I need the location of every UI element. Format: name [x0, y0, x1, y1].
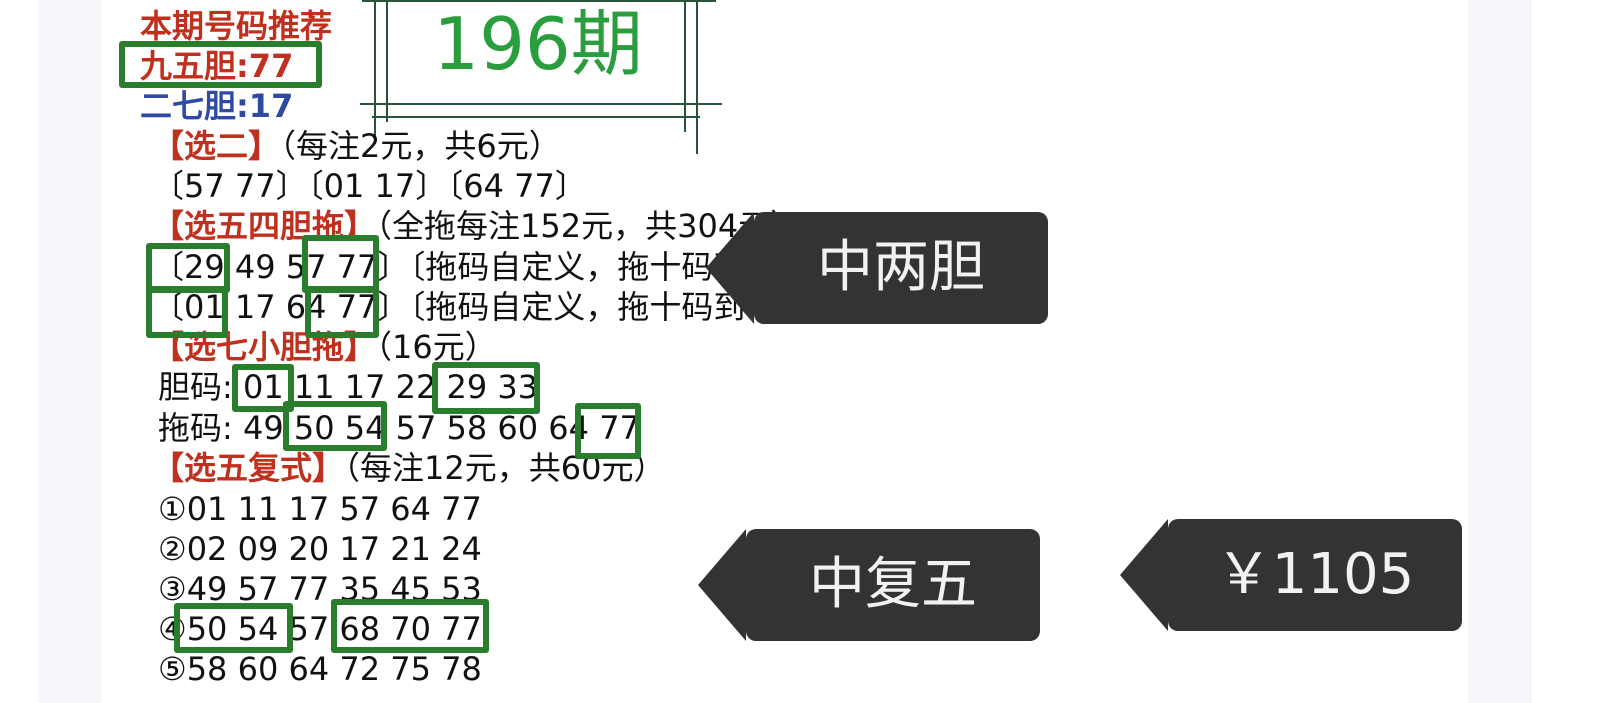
highlight-tuo-77	[575, 403, 641, 459]
issue-frame-bottom	[360, 103, 722, 105]
pick2-note: （每注2元，共6元）	[280, 127, 561, 165]
issue-frame-right	[684, 0, 686, 132]
issue-frame-top	[362, 0, 716, 2]
callout-hit-two: 中两胆	[706, 212, 1048, 324]
pick2-title: 【选二】	[152, 127, 281, 165]
right-margin	[1468, 0, 1532, 703]
issue-frame-right-2	[696, 0, 698, 154]
pick7-note: （16元）	[376, 328, 497, 366]
section-title-pick5-4: 【选五四胆拖】（全拖每注152元，共304元）	[152, 210, 802, 242]
nine-five-dan: 九五胆:77	[140, 47, 294, 85]
highlight-row2-77	[305, 286, 379, 338]
highlight-fushi-50-54	[174, 603, 293, 653]
pick7-dan-numbers: 胆码: 01 11 17 22 29 33	[158, 368, 539, 406]
issue-frame-left-2	[386, 0, 388, 122]
fushi-item-4: ④50 54 57 68 70 77	[158, 610, 482, 648]
highlight-dan-29-33	[432, 362, 540, 414]
callout-hit-fushi: 中复五	[698, 529, 1040, 641]
pick2-numbers: 〔57 77〕〔01 17〕〔64 77〕	[152, 167, 587, 205]
highlight-tuo-50-54	[283, 401, 387, 451]
fushi-item-1: ①01 11 17 57 64 77	[158, 490, 482, 528]
issue-frame-left	[374, 0, 376, 137]
fushi-item-5: ⑤58 60 64 72 75 78	[158, 650, 482, 688]
highlight-row2-01	[146, 286, 228, 338]
section-title-pick2: 【选二】（每注2元，共6元）	[152, 130, 561, 162]
fushi-item-2: ②02 09 20 17 21 24	[158, 530, 482, 568]
pick5-fushi-title: 【选五复式】	[152, 449, 345, 487]
recommend-title: 本期号码推荐	[140, 7, 333, 45]
issue-number: 196期	[433, 2, 643, 86]
left-margin	[38, 0, 102, 703]
issue-frame-bottom-2	[372, 116, 700, 118]
callout-prize: ￥1105	[1120, 519, 1462, 631]
highlight-dan-01	[232, 364, 294, 412]
pick7-tuo-numbers: 拖码: 49 50 54 57 58 60 64 77	[158, 409, 640, 447]
fushi-item-3: ③49 57 77 35 45 53	[158, 570, 482, 608]
two-seven-dan: 二七胆:17	[140, 87, 294, 125]
highlight-nine-five-dan	[119, 41, 322, 88]
highlight-row1-77	[302, 235, 379, 293]
highlight-fushi-68-70-77	[331, 599, 489, 653]
